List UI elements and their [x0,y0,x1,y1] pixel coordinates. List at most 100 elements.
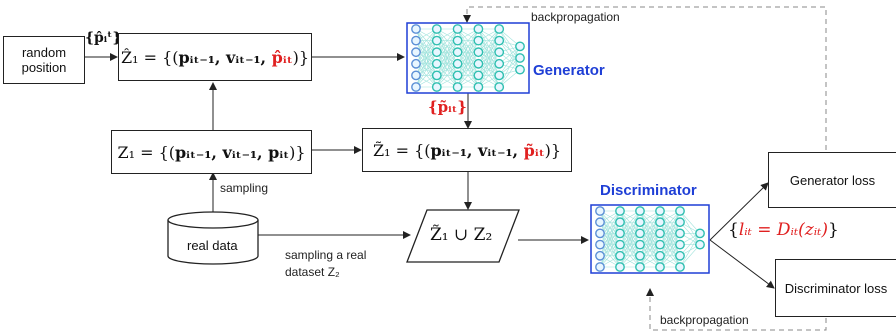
network-edge [415,28,438,64]
network-neuron [595,206,605,216]
network-edge [457,28,479,64]
network-neuron [595,217,605,228]
z-tilde-rhs: )} [544,140,562,160]
network-edge [639,222,661,268]
generator-loss-label: Generator loss [789,172,876,188]
network-neuron [431,35,442,46]
network-neuron [411,82,421,92]
network-edge [679,233,701,268]
network-neuron [655,239,665,250]
network-neuron [411,47,421,58]
network-edge [478,28,500,64]
network-neuron [655,206,665,216]
network-edge [619,210,641,234]
network-neuron [515,53,525,63]
backprop-top-label: backpropagation [531,10,620,24]
network-neuron [635,206,645,216]
network-neuron [615,228,625,239]
network-neuron [635,217,645,228]
network-neuron [452,82,463,92]
random-position-line2: position [21,60,67,75]
network-neuron [675,206,685,216]
union-parallelogram [406,209,520,263]
network-edge [478,40,500,88]
network-edge [415,40,438,88]
sampling-real-line2: dataset Z₂ [285,265,340,279]
network-edge [639,244,661,268]
network-edge [436,40,458,88]
network-edge [599,210,621,256]
network-neuron [595,228,605,239]
z-hat-red: p̂ᵢₜ [271,47,293,67]
network-neuron [595,250,605,261]
network-neuron [675,228,685,239]
z-tilde-formula: Z̃₁ = {(pᵢₜ₋₁, vᵢₜ₋₁, p̃ᵢₜ)} [373,141,561,160]
network-edge [478,52,500,88]
network-neuron [635,250,645,261]
real-data-label: real data [187,238,238,253]
z1-box: Z₁ = {(pᵢₜ₋₁, vᵢₜ₋₁, pᵢₜ)} [111,130,312,174]
loss-expr: lᵢₜ = Dᵢₜ(zᵢₜ) [738,220,829,240]
network-edge [436,28,458,64]
discriminator-loss-label: Discriminator loss [784,280,888,296]
network-edge [619,210,641,245]
z-tilde-red: p̃ᵢₜ [523,140,545,160]
backprop-bottom-label: backpropagation [660,313,749,327]
network-edge [599,233,621,268]
network-edge [599,244,621,268]
network-edge [599,210,621,245]
sampling-label: sampling [220,181,269,195]
network-neuron [675,217,685,228]
generator-network [406,22,530,94]
arrow-to-generator-loss [709,182,769,241]
z1-lhs: Z₁ = {( [117,142,175,162]
network-neuron [473,82,484,92]
network-neuron [615,250,625,261]
network-neuron [635,239,645,250]
network-neuron [515,41,525,52]
network-neuron [635,228,645,239]
network-edge [679,210,701,234]
network-edge [619,222,641,268]
network-edge [436,63,458,88]
random-position-line1: random [21,45,67,60]
network-neuron [615,206,625,216]
real-data-cylinder [167,211,259,265]
z1-mid: pᵢₜ₋₁, vᵢₜ₋₁, pᵢₜ [174,142,290,162]
network-neuron [473,47,484,58]
network-edge [436,28,458,76]
network-neuron [595,239,605,250]
network-edge [415,28,438,53]
network-edge [679,244,701,268]
network-edge [619,244,641,268]
union-label: Z̃₁ ∪ Z₂ [430,225,493,245]
network-neuron [494,35,505,46]
arrow-to-discriminator-loss [709,239,775,289]
network-edge [457,28,479,76]
network-edge [639,210,661,245]
generator-loss-box: Generator loss [768,152,896,208]
network-neuron [411,35,421,46]
z1-formula: Z₁ = {(pᵢₜ₋₁, vᵢₜ₋₁, pᵢₜ)} [117,143,305,162]
network-neuron [452,24,463,34]
network-edge [457,52,479,88]
network-neuron [473,58,484,69]
network-neuron [595,262,605,272]
network-neuron [695,228,705,239]
network-neuron [494,24,505,34]
network-neuron [494,82,505,92]
backprop-bottom-path [646,288,827,331]
z1-rhs: )} [289,142,306,162]
network-neuron [452,47,463,58]
network-edge [599,210,621,234]
p-tilde-set-label: {p̃ᵢₜ} [428,98,467,116]
network-neuron [675,250,685,261]
network-neuron [655,217,665,228]
network-neuron [431,58,442,69]
network-neuron [431,24,442,34]
network-neuron [655,228,665,239]
network-neuron [473,35,484,46]
network-neuron [494,58,505,69]
network-edge [436,28,458,53]
